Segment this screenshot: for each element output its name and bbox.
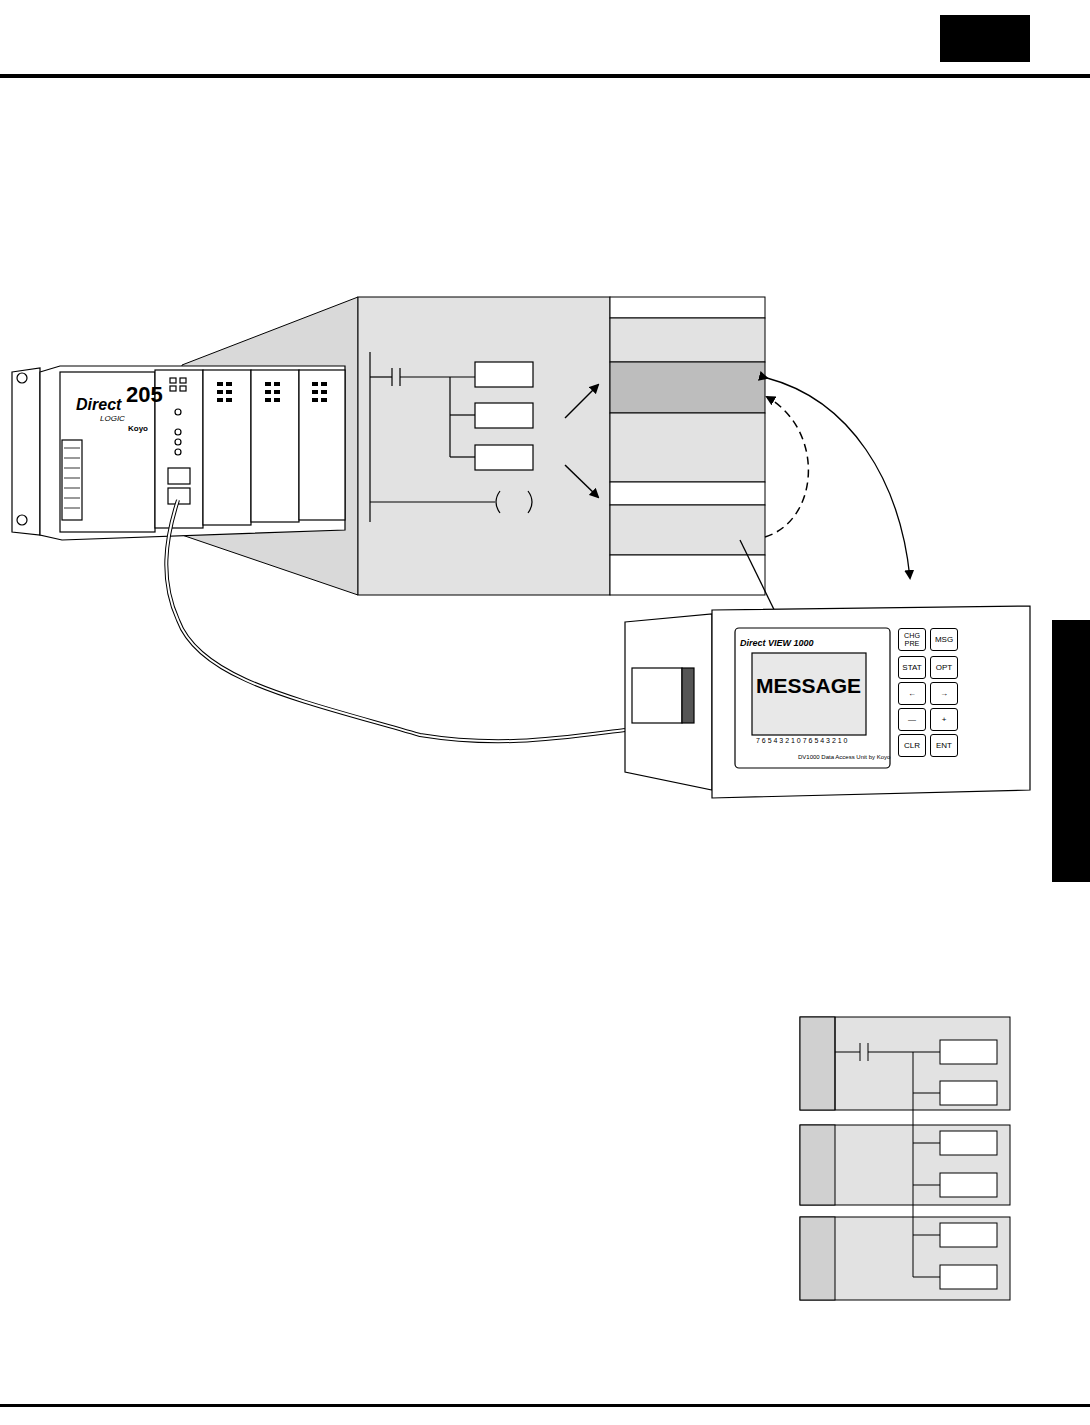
key-label: — [908,716,916,724]
product-caption: DV1000 Data Access Unit by Koyo [798,754,890,760]
key-label: STAT [902,664,921,672]
keypad-key: CLR [898,734,926,757]
key-label: ENT [936,742,952,750]
brand-sub: LOGIC [100,414,125,423]
dashed-arrow [765,397,808,537]
bit-numbers: 7 6 5 4 3 2 1 0 7 6 5 4 3 2 1 0 [756,737,847,744]
keypad-key: ← [898,682,926,705]
screen-text: MESSAGE [756,674,861,698]
memory-map [610,297,765,595]
key-label: CLR [904,742,920,750]
footer-rule [0,1404,1090,1407]
key-label: CHG PRE [899,632,925,648]
keypad-key: MSG [930,628,958,651]
product-logo: Direct VIEW 1000 [740,638,814,648]
key-label: OPT [936,664,952,672]
dv1000-housing [625,606,1030,798]
lcd-screen: MESSAGE [752,653,866,735]
keypad-key: CHG PRE [898,628,926,651]
ladder-sections [800,1017,1010,1300]
maker-name: Koyo [128,424,148,433]
header-rule [0,74,1090,78]
curved-arrow [767,378,910,578]
keypad-key: STAT [898,656,926,679]
key-label: → [940,690,948,698]
keypad-key: → [930,682,958,705]
zoom-wedge [182,297,610,595]
keypad-key: — [898,708,926,731]
brand-logo: Direct [76,396,121,414]
ladder-logic [370,352,598,522]
keypad-key: + [930,708,958,731]
header-tab [940,15,1030,62]
key-label: + [942,716,947,724]
model-number: 205 [126,382,163,408]
keypad-key: OPT [930,656,958,679]
key-label: ← [908,690,916,698]
dv1000-panel: Direct VIEW 1000DV1000 Data Access Unit … [712,608,1030,796]
cable-core [166,500,625,741]
key-label: MSG [935,636,953,644]
side-tab [1052,620,1090,882]
plc-rack [12,366,345,540]
keypad-key: ENT [930,734,958,757]
cable [166,500,625,741]
